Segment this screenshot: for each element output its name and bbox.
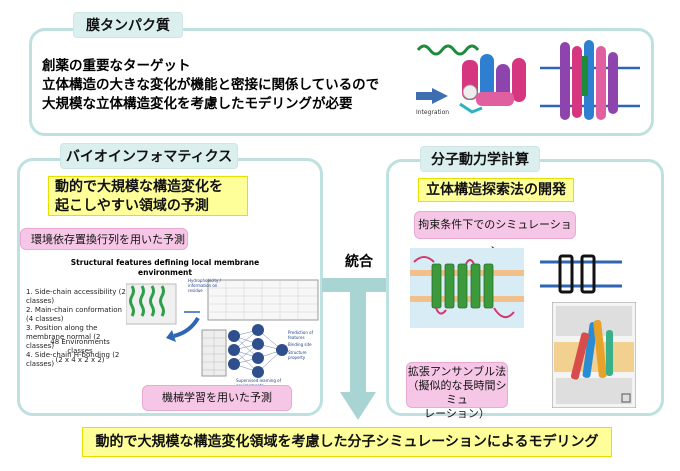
restrained-simulation-method: 拘束条件下でのシミュレーション bbox=[414, 211, 576, 257]
env-classes-line-1: 48 Environments classes bbox=[50, 338, 110, 355]
bioinformatics-highlight-line-2: 起こしやすい領域の予測 bbox=[55, 198, 209, 214]
integrate-label: 統合 bbox=[343, 251, 375, 271]
neural-network bbox=[233, 329, 283, 373]
nn-label-prediction: Prediction of features bbox=[288, 330, 313, 340]
protein-ribbon bbox=[570, 320, 613, 380]
integration-flow-arrow bbox=[322, 278, 394, 420]
extended-ensemble-line-2: （擬似的な長時間シミュ bbox=[407, 379, 507, 406]
membrane-helices-figure bbox=[126, 283, 177, 325]
md-highlight: 立体構造探索法の開発 bbox=[418, 178, 574, 202]
env-substitution-method: 環境依存置換行列を用いた予測 bbox=[20, 228, 188, 250]
green-helix-segment bbox=[416, 44, 480, 56]
figure-title-line-2: environment bbox=[138, 268, 192, 277]
figure-title-line-1: Structural features defining local membr… bbox=[70, 258, 260, 267]
env-classes-line-2: (2 x 4 x 2 x 2) bbox=[55, 356, 105, 364]
feature-1: 1. Side-chain accessibility (2 classes) bbox=[26, 288, 126, 305]
bioinformatics-highlight: 動的で大規模な構造変化を 起こしやすい領域の予測 bbox=[48, 176, 248, 216]
membrane-protein-title: 膜タンパク質 bbox=[73, 12, 183, 38]
membrane-protein-illustration: Integration bbox=[416, 40, 640, 120]
extended-ensemble-method: 拡張アンサンブル法 （擬似的な長時間シミュ レーション） bbox=[406, 362, 508, 420]
nn-label-structure: Structure property bbox=[288, 350, 307, 360]
feature-2: 2. Main-chain conformation (4 classes) bbox=[26, 306, 122, 323]
simulation-snapshot bbox=[552, 302, 636, 408]
integration-label: Integration bbox=[416, 109, 449, 116]
restraint-figure bbox=[540, 254, 622, 294]
bioinformatics-figure bbox=[126, 279, 319, 378]
feature-3: 3. Position along the membrane normal (2… bbox=[26, 324, 101, 350]
membrane-protein-line-3: 大規模な立体構造変化を考慮したモデリングが必要 bbox=[42, 96, 353, 112]
env-classes-label: 48 Environments classes (2 x 4 x 2 x 2) bbox=[40, 338, 120, 365]
extended-ensemble-line-1: 拡張アンサンブル法 bbox=[407, 365, 507, 378]
substitution-matrix bbox=[207, 279, 319, 321]
extended-ensemble-line-3: レーション） bbox=[424, 407, 490, 420]
helix-bundle-right bbox=[560, 40, 618, 120]
feature-list: 1. Side-chain accessibility (2 classes) … bbox=[26, 288, 130, 369]
bioinformatics-title: バイオインフォマティクス bbox=[60, 143, 238, 169]
water-dots bbox=[556, 306, 632, 404]
nn-label-hydrophobicity: Hydrophobicity / information on residue bbox=[188, 278, 221, 293]
feature-4: 4. Side-chain H-bonding (2 classes) bbox=[26, 351, 120, 368]
flow-arrow bbox=[173, 316, 200, 338]
md-title: 分子動力学計算 bbox=[420, 146, 540, 172]
helix-bundle-left bbox=[459, 54, 526, 114]
machine-learning-method: 機械学習を用いた予測 bbox=[142, 385, 292, 411]
membrane-protein-line-1: 創薬の重要なターゲット bbox=[42, 58, 191, 74]
integration-arrow bbox=[416, 88, 448, 104]
conclusion-banner: 動的で大規模な構造変化領域を考慮した分子シミュレーションによるモデリング bbox=[82, 427, 612, 457]
membrane-protein-panel bbox=[29, 28, 654, 136]
bioinformatics-highlight-line-1: 動的で大規模な構造変化を bbox=[55, 179, 223, 195]
md-membrane-figure bbox=[410, 248, 524, 328]
figure-title: Structural features defining local membr… bbox=[50, 258, 280, 278]
membrane-protein-line-2: 立体構造の大きな変化が機能と密接に関係しているので bbox=[42, 77, 380, 93]
nn-label-binding-site: Binding site bbox=[288, 342, 312, 347]
